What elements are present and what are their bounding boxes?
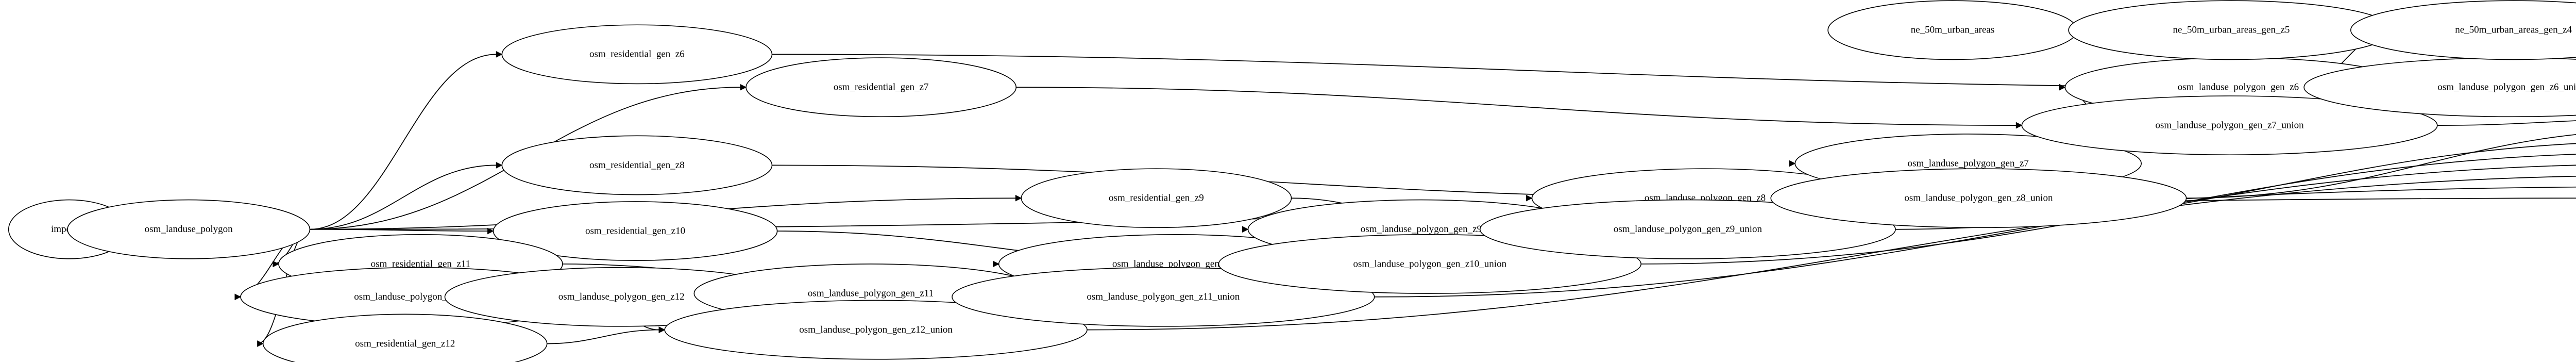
node-label: osm_residential_gen_z7 [834, 82, 929, 93]
node-ellipse [1770, 168, 2187, 228]
graph-edge [2437, 120, 2576, 126]
node-ellipse [1021, 168, 1292, 228]
graph-edge [310, 164, 497, 230]
graph-node-osm_landuse_polygon_gen_z6_union[interactable]: osm_landuse_polygon_gen_z6_union [2303, 57, 2576, 118]
node-ellipse [745, 57, 1017, 118]
edge-arrowhead [1526, 194, 1533, 202]
node-label: osm_residential_gen_z6 [589, 49, 685, 60]
edge-arrowhead [273, 260, 279, 268]
edge-arrowhead [740, 84, 747, 91]
node-ellipse [664, 300, 1088, 360]
node-label: osm_landuse_polygon_gen_z11 [808, 288, 934, 299]
graph-node-osm_residential_gen_z12[interactable]: osm_residential_gen_z12 [262, 314, 548, 362]
node-ellipse [2021, 95, 2438, 156]
edge-arrowhead [1015, 194, 1022, 202]
graph-node-osm_residential_gen_z8[interactable]: osm_residential_gen_z8 [501, 135, 773, 195]
graph-edge [772, 54, 2299, 88]
node-label: osm_landuse_polygon_gen_z12 [558, 291, 685, 302]
node-ellipse [493, 201, 778, 261]
node-label: osm_residential_gen_z9 [1109, 193, 1204, 204]
node-label: osm_residential_gen_z10 [585, 225, 685, 236]
edge-arrowhead [487, 227, 494, 235]
node-label: osm_landuse_polygon_gen_z7_union [2156, 120, 2304, 130]
node-label: osm_landuse_polygon_gen_z9 [1361, 224, 1482, 235]
node-label: osm_landuse_polygon_gen_z12_union [799, 324, 953, 335]
node-ellipse [2350, 0, 2576, 60]
edge-arrowhead [1242, 226, 1249, 233]
node-label: osm_landuse_polygon_gen_z10 [1112, 258, 1239, 269]
edge-arrowhead [2015, 122, 2023, 129]
graph-edge [2186, 134, 2576, 199]
graph-node-osm_residential_gen_z7[interactable]: osm_residential_gen_z7 [745, 57, 1017, 118]
graph-edge [1087, 175, 2576, 331]
graph-node-ne_50m_urban_areas_gen_z5[interactable]: ne_50m_urban_areas_gen_z5 [2068, 0, 2395, 60]
graph-node-osm_landuse_polygon[interactable]: osm_landuse_polygon [67, 199, 311, 259]
node-label: osm_landuse_polygon_gen_z8_union [1904, 193, 2053, 204]
graph-node-osm_landuse_polygon_gen_z9_union[interactable]: osm_landuse_polygon_gen_z9_union [1479, 199, 1896, 259]
edge-arrowhead [1789, 160, 1796, 167]
graph-edge [310, 54, 497, 230]
node-label: osm_residential_gen_z11 [371, 258, 470, 269]
graph-node-osm_residential_gen_z6[interactable]: osm_residential_gen_z6 [501, 24, 773, 85]
edge-arrowhead [496, 162, 503, 169]
graph-node-osm_landuse_polygon_gen_z8_union[interactable]: osm_landuse_polygon_gen_z8_union [1770, 168, 2187, 228]
node-ellipse [1479, 199, 1896, 259]
edge-arrowhead [257, 340, 264, 347]
node-label: osm_residential_gen_z8 [589, 160, 685, 171]
node-ellipse [501, 135, 773, 195]
node-label: osm_residential_gen_z12 [355, 338, 455, 349]
edge-arrowhead [234, 293, 242, 301]
node-label: osm_landuse_polygon_gen_z11_union [1087, 291, 1240, 302]
graph-node-osm_landuse_polygon_gen_z12_union[interactable]: osm_landuse_polygon_gen_z12_union [664, 300, 1088, 360]
graph-edge [1374, 164, 2576, 298]
graph-edge [547, 329, 659, 344]
graph-node-osm_landuse_polygon_gen_z7_union[interactable]: osm_landuse_polygon_gen_z7_union [2021, 95, 2438, 156]
nodes-layer: imposm3osm_landuse_polygonosm_residentia… [8, 0, 2576, 362]
edge-arrowhead [658, 326, 666, 333]
node-label: ne_50m_urban_areas_gen_z5 [2173, 25, 2290, 36]
node-label: osm_landuse_polygon_gen_z10_union [1353, 258, 1506, 269]
node-ellipse [262, 314, 548, 362]
node-label: osm_landuse_polygon_gen_z6_union [2437, 82, 2576, 93]
graph-node-osm_residential_gen_z9[interactable]: osm_residential_gen_z9 [1021, 168, 1292, 228]
graph-node-ne_50m_urban_areas_gen_z4[interactable]: ne_50m_urban_areas_gen_z4 [2350, 0, 2576, 60]
graph-node-osm_residential_gen_z10[interactable]: osm_residential_gen_z10 [493, 201, 778, 261]
edge-arrowhead [993, 260, 999, 268]
node-ellipse [67, 199, 311, 259]
node-label: ne_50m_urban_areas_gen_z4 [2455, 25, 2572, 36]
edge-arrowhead [496, 51, 503, 58]
node-ellipse [501, 24, 773, 85]
graph-edge [1016, 87, 2016, 126]
node-label: osm_landuse_polygon_gen_z7 [1908, 158, 2029, 169]
node-label: osm_landuse_polygon_gen_z9_union [1614, 224, 1762, 235]
node-label: osm_landuse_polygon_gen_z6 [2178, 82, 2299, 93]
graph-node-ne_50m_urban_areas[interactable]: ne_50m_urban_areas [1827, 0, 2078, 60]
node-label: osm_landuse_polygon [145, 224, 233, 235]
node-label: ne_50m_urban_areas [1911, 25, 1995, 36]
